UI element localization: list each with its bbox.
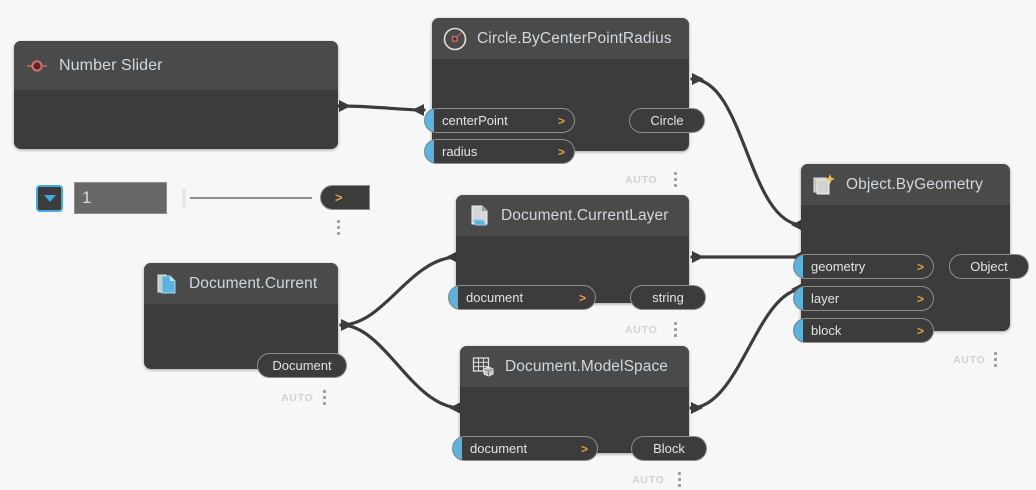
- output-port-label: Object: [970, 259, 1008, 274]
- object-create-icon: [813, 173, 835, 194]
- slider-icon: [27, 59, 47, 72]
- output-port-slider[interactable]: >: [320, 185, 370, 210]
- node-body: document > Block AUTO: [452, 387, 707, 487]
- modelspace-grid-icon: [472, 356, 494, 377]
- port-connector-tab: [453, 437, 462, 460]
- output-port-label: Circle: [650, 113, 684, 128]
- port-connector-tab: [794, 255, 803, 278]
- output-port-document[interactable]: Document: [257, 353, 347, 378]
- input-port-label: document: [470, 441, 528, 456]
- output-chevron-icon: >: [335, 190, 343, 205]
- slider-track[interactable]: [190, 197, 312, 199]
- input-port-radius[interactable]: radius >: [424, 139, 575, 164]
- output-port-string[interactable]: string: [630, 285, 706, 310]
- chevron-right-icon: >: [916, 323, 924, 338]
- input-port-label: centerPoint: [442, 113, 508, 128]
- node-body: document > string AUTO: [448, 236, 706, 337]
- node-auto-label: AUTO: [632, 474, 665, 486]
- node-menu-button[interactable]: [674, 172, 678, 190]
- wire-doccurrent-to-doclayer: [339, 255, 460, 327]
- node-title: Document.ModelSpace: [505, 357, 669, 375]
- input-port-label: document: [466, 290, 524, 305]
- input-port-geometry[interactable]: geometry >: [793, 254, 934, 279]
- node-header[interactable]: Document.ModelSpace: [460, 346, 689, 387]
- output-port-object[interactable]: Object: [949, 254, 1029, 279]
- node-auto-label: AUTO: [625, 324, 658, 336]
- node-circle-bycenterpointradius[interactable]: Circle.ByCenterPointRadius centerPoint >…: [424, 18, 705, 187]
- node-document-modelspace[interactable]: Document.ModelSpace document > Block AUT…: [452, 346, 707, 487]
- output-port-label: Document: [272, 358, 332, 373]
- node-header[interactable]: Number Slider: [14, 41, 338, 90]
- chevron-right-icon: >: [578, 290, 586, 305]
- node-title: Document.CurrentLayer: [501, 206, 669, 224]
- output-port-block[interactable]: Block: [631, 436, 707, 461]
- node-menu-button[interactable]: [337, 220, 341, 238]
- node-menu-button[interactable]: [323, 390, 327, 408]
- node-title: Object.ByGeometry: [846, 175, 983, 193]
- input-port-label: layer: [811, 291, 840, 306]
- chevron-right-icon: >: [580, 441, 588, 456]
- node-menu-button[interactable]: [678, 472, 682, 490]
- port-connector-tab: [794, 287, 803, 310]
- node-header[interactable]: Object.ByGeometry: [801, 164, 1010, 205]
- node-auto-label: AUTO: [625, 174, 658, 186]
- node-document-current[interactable]: Document.Current Document AUTO: [144, 263, 347, 405]
- node-object-bygeometry[interactable]: Object.ByGeometry geometry > layer > blo…: [793, 164, 1029, 367]
- wire-circle-to-geometry: [690, 77, 805, 227]
- node-number-slider[interactable]: Number Slider 1 >: [14, 41, 370, 235]
- node-body: centerPoint > radius > Circle AUTO: [424, 59, 705, 187]
- wire-slider-to-radius: [337, 104, 426, 112]
- port-connector-tab: [449, 286, 458, 309]
- chevron-right-icon: >: [916, 291, 924, 306]
- chevron-right-icon: >: [557, 144, 565, 159]
- slider-value-input[interactable]: 1: [74, 182, 167, 214]
- port-connector-tab: [425, 109, 434, 132]
- input-port-label: geometry: [811, 259, 866, 274]
- node-body: 1 >: [14, 90, 370, 235]
- node-auto-label: AUTO: [281, 392, 314, 404]
- wire-modelspace-to-block: [689, 287, 805, 410]
- node-title: Circle.ByCenterPointRadius: [477, 29, 672, 47]
- port-connector-tab: [425, 140, 434, 163]
- slider-dropdown-button[interactable]: [36, 185, 63, 212]
- input-port-centerpoint[interactable]: centerPoint >: [424, 108, 575, 133]
- node-header[interactable]: Document.Current: [144, 263, 338, 304]
- output-port-label: Block: [653, 441, 685, 456]
- wire-doccurrent-to-modelspace: [339, 323, 463, 410]
- chevron-down-icon: [43, 195, 56, 202]
- node-body: Document AUTO: [144, 304, 347, 405]
- node-title: Number Slider: [59, 56, 163, 74]
- node-document-currentlayer[interactable]: Document.CurrentLayer document > string …: [448, 195, 706, 337]
- node-header[interactable]: Circle.ByCenterPointRadius: [432, 18, 689, 59]
- port-connector-tab: [794, 319, 803, 342]
- node-menu-button[interactable]: [674, 322, 678, 340]
- input-port-label: block: [811, 323, 842, 338]
- document-layer-icon: [471, 205, 488, 225]
- chevron-right-icon: >: [916, 259, 924, 274]
- circle-icon: [443, 27, 467, 50]
- output-port-label: string: [652, 290, 684, 305]
- node-auto-label: AUTO: [953, 354, 986, 366]
- node-title: Document.Current: [189, 274, 318, 292]
- input-port-block[interactable]: block >: [793, 318, 934, 343]
- input-port-layer[interactable]: layer >: [793, 286, 934, 311]
- input-port-document[interactable]: document >: [448, 285, 596, 310]
- node-body: geometry > layer > block > Object AUTO: [793, 205, 1029, 367]
- document-icon: [157, 274, 176, 293]
- node-menu-button[interactable]: [994, 352, 998, 370]
- output-port-circle[interactable]: Circle: [629, 108, 705, 133]
- input-port-document[interactable]: document >: [452, 436, 598, 461]
- node-header[interactable]: Document.CurrentLayer: [456, 195, 689, 236]
- chevron-right-icon: >: [557, 113, 565, 128]
- slider-handle[interactable]: [182, 189, 186, 207]
- input-port-label: radius: [442, 144, 478, 159]
